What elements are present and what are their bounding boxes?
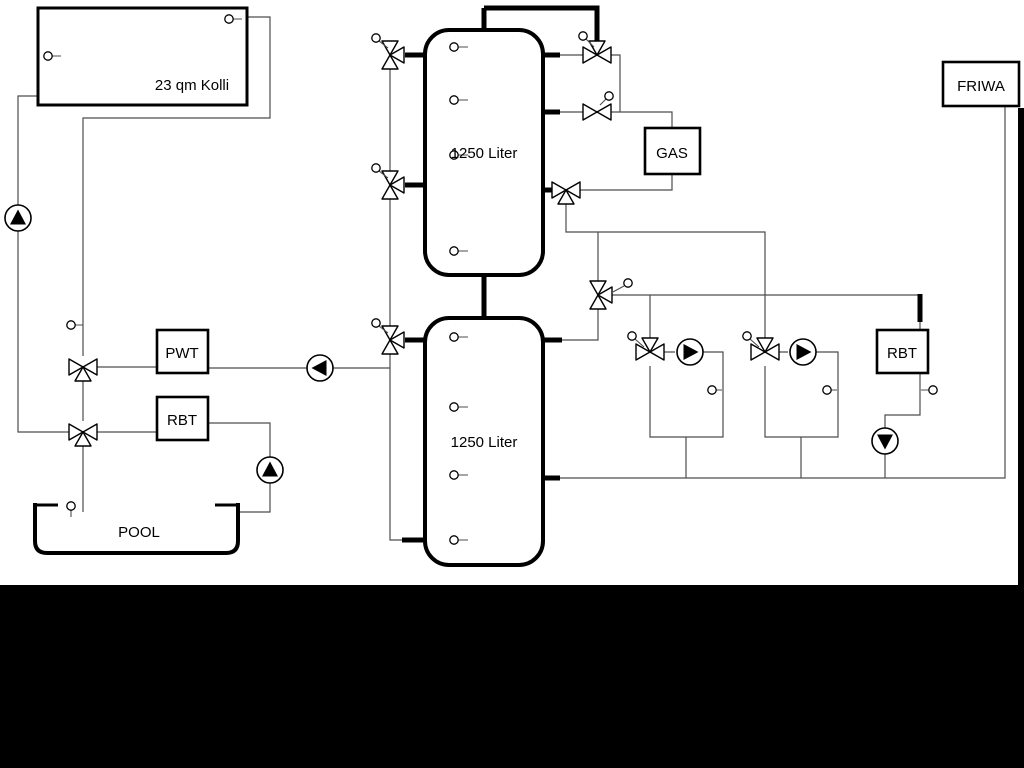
tank1-sensor-1-icon: [449, 42, 459, 52]
tank2-sensor-4-icon: [449, 535, 459, 545]
tank2-sensor-2-icon: [449, 402, 459, 412]
rbt-left-box: [155, 395, 210, 442]
tank2-label: 1250 Liter: [451, 434, 518, 451]
tank2-sensor-3-icon: [449, 470, 459, 480]
rbt-right-box: [875, 328, 930, 375]
heating-circuit-pipes: [610, 294, 920, 478]
pump-solar-up-icon: [4, 204, 32, 232]
collector-sensor-icon: [43, 51, 53, 61]
pwt-tank-pipes: [208, 44, 404, 541]
friwa-station-box: [941, 60, 1021, 108]
tank1-sensor-4-icon: [449, 246, 459, 256]
gas-tank-pipes: [560, 54, 766, 341]
tank2-sensor-1-icon: [449, 332, 459, 342]
valve-actuator-5-icon: [742, 331, 752, 341]
pump-circuit-2-icon: [789, 338, 817, 366]
pipes-thick: [402, 5, 923, 543]
friwa-label: FRIWA: [957, 78, 1005, 95]
buffer-tank-1: [423, 28, 545, 277]
pump-circulation-down-icon: [871, 427, 899, 455]
tank-stub-pipes: [402, 5, 923, 543]
pipe-sensor-1-icon: [371, 33, 381, 43]
solar-collector-box: [36, 6, 249, 107]
tank1-sensor-2-icon: [449, 95, 459, 105]
pump-circuit-1-icon: [676, 338, 704, 366]
pool-sensor-icon: [66, 501, 76, 511]
valve-actuator-1-icon: [578, 31, 588, 41]
circuit2-sensor-icon: [822, 385, 832, 395]
gas-label: GAS: [656, 145, 688, 162]
rbt-right-sensor-icon: [928, 385, 938, 395]
pump-pool-up-icon: [256, 456, 284, 484]
tank1-label: 1250 Liter: [451, 145, 518, 162]
pump-pwt-left-icon: [306, 354, 334, 382]
circuit1-sensor-icon: [707, 385, 717, 395]
sensor-stems: [52, 18, 929, 541]
gas-boiler-box: [643, 126, 702, 176]
rbt-right-label: RBT: [887, 345, 917, 362]
valve-actuator-2-icon: [604, 91, 614, 101]
valve-actuator-4-icon: [627, 331, 637, 341]
pwt-label: PWT: [165, 345, 198, 362]
pwt-heat-exchanger-box: [155, 328, 210, 375]
collector-label: 23 qm Kolli: [155, 77, 229, 94]
collector-top-sensor-icon: [224, 14, 234, 24]
pool-label: POOL: [118, 524, 160, 541]
pipe-sensor-3-icon: [371, 318, 381, 328]
right-edge-strip: [1018, 108, 1024, 585]
solar-circuit-pipes: [17, 16, 271, 512]
pool-basin: [33, 503, 240, 555]
solar-return-sensor-icon: [66, 320, 76, 330]
bottom-black-region: [0, 585, 1024, 768]
sensors: [43, 14, 938, 545]
buffer-tank-2: [423, 316, 545, 567]
pipe-sensor-2-icon: [371, 163, 381, 173]
rbt-left-label: RBT: [167, 412, 197, 429]
valve-actuator-3-icon: [623, 278, 633, 288]
